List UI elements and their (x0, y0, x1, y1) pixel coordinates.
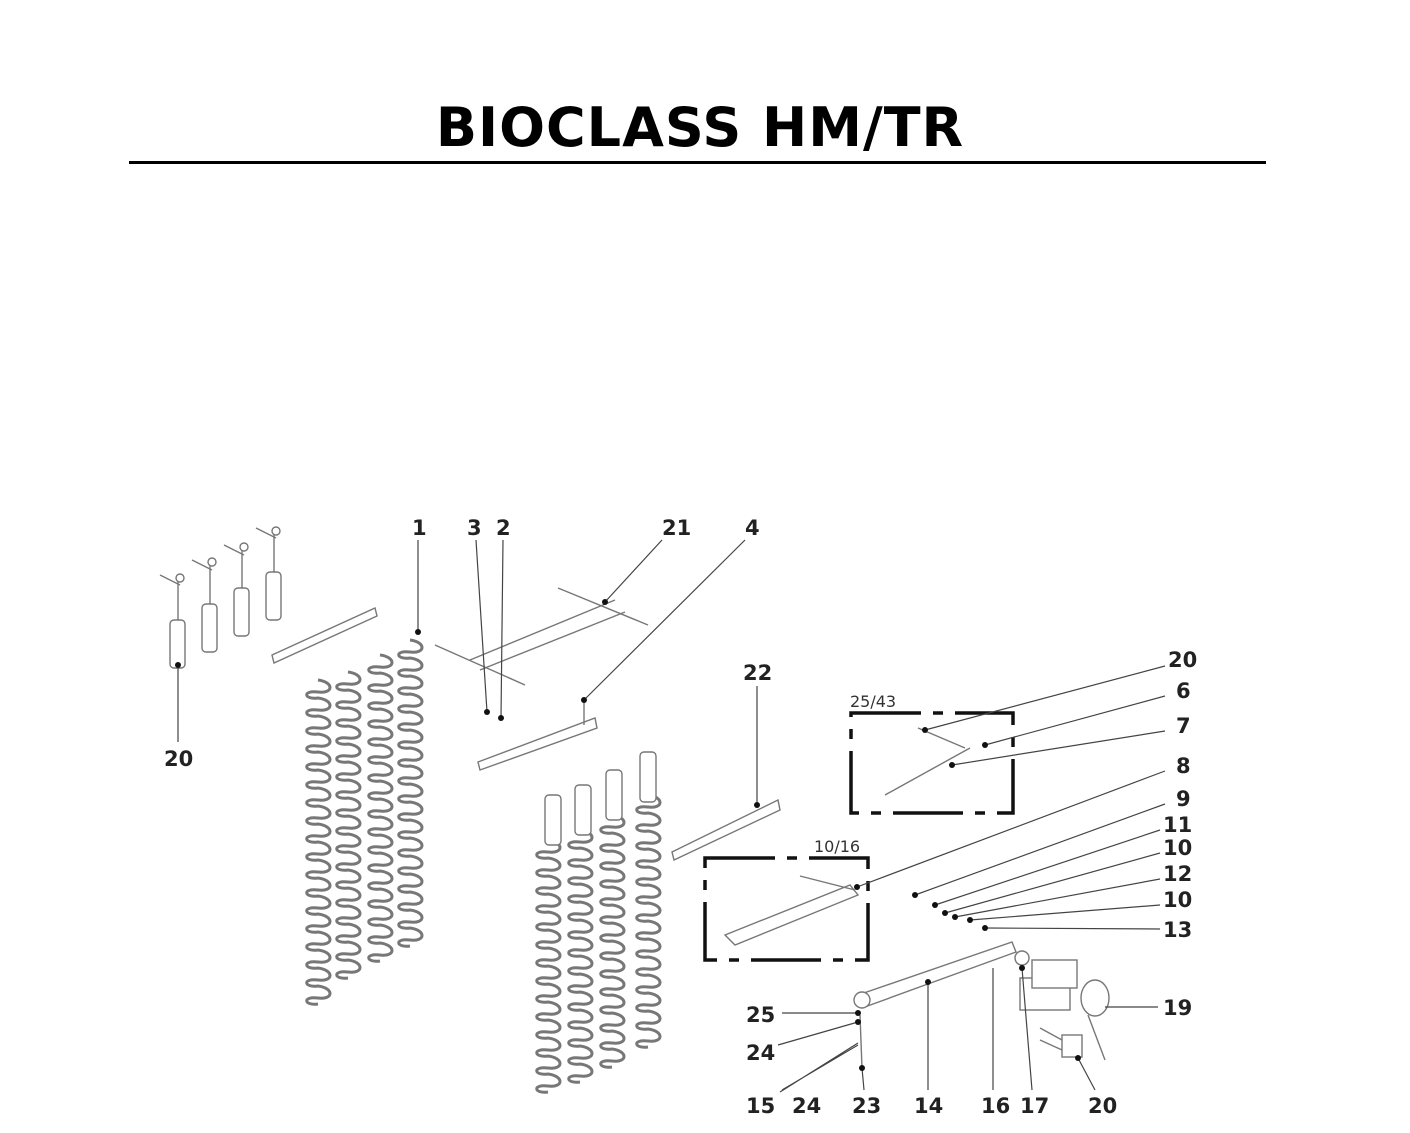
lever-25-43 (884, 747, 971, 796)
callout-24: 24 (746, 1041, 775, 1065)
callout-4: 4 (745, 516, 760, 540)
callout-15: 15 (746, 1094, 775, 1118)
mounting-bar-22 (671, 798, 781, 861)
leader-lines (177, 539, 1166, 1093)
callout-12: 12 (1163, 862, 1192, 886)
lever-10-16 (723, 884, 860, 946)
support-frame (434, 587, 649, 686)
coil-spring (335, 670, 362, 980)
callout-13: 13 (1163, 918, 1192, 942)
leader-dots (175, 599, 1081, 1071)
callout-14: 14 (914, 1094, 943, 1118)
coil-spring (305, 678, 332, 1006)
callout-7: 7 (1176, 714, 1191, 738)
part-drawings (159, 526, 1110, 1094)
coil-spring (635, 793, 662, 1049)
coil-spring (535, 838, 562, 1094)
callout-10: 10 (1163, 836, 1192, 860)
callout-22: 22 (743, 661, 772, 685)
callout-17: 17 (1020, 1094, 1049, 1118)
switch-box (1039, 1027, 1083, 1058)
mounting-bar-center (477, 717, 598, 771)
callout-10: 10 (1163, 888, 1192, 912)
coil-spring (599, 813, 626, 1069)
detail-box-label: 10/16 (814, 837, 860, 856)
callout-1: 1 (412, 516, 427, 540)
callout-24: 24 (792, 1094, 821, 1118)
callout-23: 23 (852, 1094, 881, 1118)
callout-2: 2 (496, 516, 511, 540)
callout-11: 11 (1163, 813, 1192, 837)
callout-20: 20 (164, 747, 193, 771)
title-underline (129, 161, 1266, 164)
page-title: BIOCLASS HM/TR (435, 96, 965, 159)
detail-box-25-43 (849, 711, 1015, 815)
heating-coils (305, 638, 662, 1094)
callout-19: 19 (1163, 996, 1192, 1020)
callout-20: 20 (1088, 1094, 1117, 1118)
coil-spring (397, 638, 424, 948)
callout-labels: 1 3 2 21 4 20 22 20 6 7 8 9 11 10 12 10 … (164, 516, 1197, 1118)
detail-box-label: 25/43 (850, 692, 896, 711)
callout-8: 8 (1176, 754, 1191, 778)
mounting-bar-left (271, 607, 378, 664)
coil-spring (567, 828, 594, 1084)
detail-box-10-16 (703, 856, 870, 962)
heater-cylinders-left (159, 526, 282, 669)
drive-arm (857, 941, 1017, 1009)
motor (1014, 950, 1110, 1061)
callout-20: 20 (1168, 648, 1197, 672)
callout-16: 16 (981, 1094, 1010, 1118)
callout-6: 6 (1176, 679, 1191, 703)
callout-9: 9 (1176, 787, 1191, 811)
callout-25: 25 (746, 1003, 775, 1027)
coil-spring (367, 653, 394, 963)
callout-3: 3 (467, 516, 482, 540)
callout-21: 21 (662, 516, 691, 540)
heater-cylinders-center (544, 751, 657, 846)
